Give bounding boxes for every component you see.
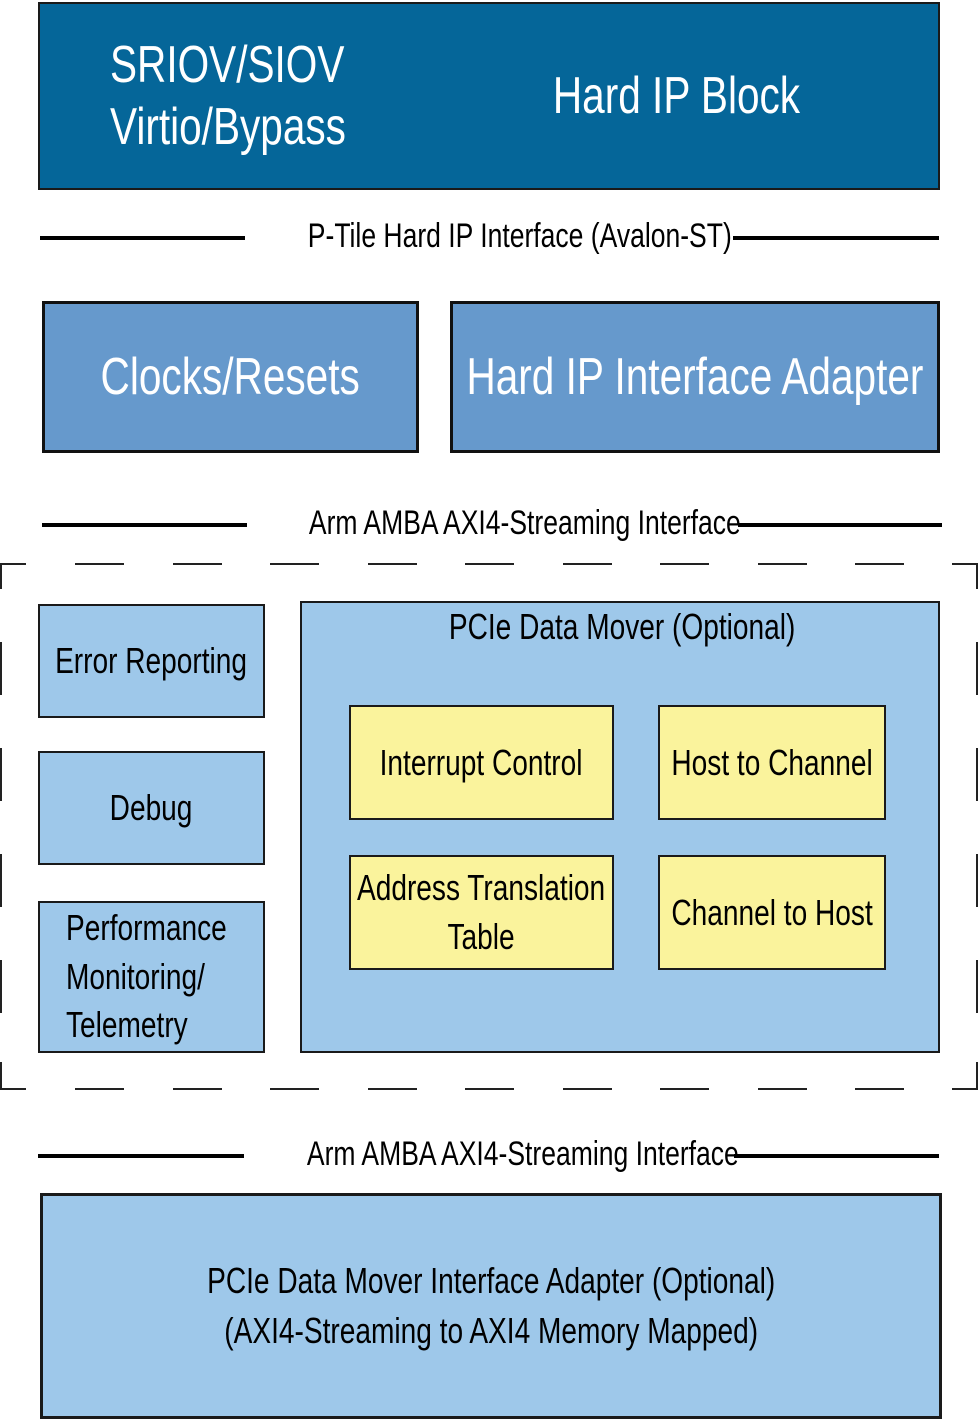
error-reporting-block: Error Reporting xyxy=(38,604,265,718)
dash-segment xyxy=(465,563,514,565)
dash-corner xyxy=(952,1088,978,1090)
bus2-line-left xyxy=(42,523,247,527)
host-to-channel-block: Host to Channel xyxy=(658,705,886,820)
clocks-resets-label: Clocks/Resets xyxy=(100,347,361,406)
dash-segment xyxy=(660,563,709,565)
dash-segment xyxy=(976,748,978,801)
dash-segment xyxy=(562,1088,612,1090)
channel-to-host-block: Channel to Host xyxy=(658,855,886,970)
dash-segment xyxy=(562,563,612,565)
dash-corner xyxy=(976,563,978,589)
dash-segment xyxy=(0,642,2,695)
dash-segment xyxy=(172,1088,222,1090)
bus1-line-right xyxy=(733,236,939,240)
dash-segment xyxy=(757,1088,807,1090)
hard-ip-block-label: Hard IP Block xyxy=(552,66,800,125)
virtio-label: Virtio/Bypass xyxy=(110,98,346,156)
dash-segment xyxy=(367,1088,417,1090)
pcie-data-mover-title: PCIe Data Mover (Optional) xyxy=(448,606,796,647)
hard-ip-block: Hard IP Block xyxy=(414,2,940,190)
bottom-label-line1: PCIe Data Mover Interface Adapter (Optio… xyxy=(206,1259,776,1301)
dash-segment xyxy=(0,960,2,1013)
clocks-resets-block: Clocks/Resets xyxy=(42,301,419,453)
dash-segment xyxy=(75,563,124,565)
bus3-line-right xyxy=(734,1154,939,1158)
dash-corner xyxy=(952,563,978,565)
dash-segment xyxy=(270,563,319,565)
dash-segment xyxy=(465,1088,514,1090)
performance-monitoring-block: Performance Monitoring/ Telemetry xyxy=(38,901,265,1053)
channel-to-host-label: Channel to Host xyxy=(671,891,873,933)
dash-corner xyxy=(976,1062,978,1088)
dash-segment xyxy=(367,563,417,565)
dash-segment xyxy=(976,960,978,1013)
debug-block: Debug xyxy=(38,751,265,865)
perf-label-line1: Performance xyxy=(66,907,227,949)
dash-segment xyxy=(976,642,978,695)
dash-corner xyxy=(0,563,26,565)
dash-segment xyxy=(0,854,2,907)
error-reporting-label: Error Reporting xyxy=(55,640,248,682)
bus3-label: Arm AMBA AXI4-Streaming Interface xyxy=(306,1135,739,1173)
dash-segment xyxy=(75,1088,124,1090)
bus2-line-right xyxy=(738,523,942,527)
bus2-label: Arm AMBA AXI4-Streaming Interface xyxy=(308,504,741,542)
host-to-channel-label: Host to Channel xyxy=(671,741,873,783)
bus1-label: P-Tile Hard IP Interface (Avalon-ST) xyxy=(307,217,732,255)
dash-segment xyxy=(0,748,2,801)
dash-segment xyxy=(757,563,807,565)
interrupt-control-label: Interrupt Control xyxy=(380,741,583,783)
hard-ip-interface-adapter-block: Hard IP Interface Adapter xyxy=(450,301,940,453)
pcie-data-mover-interface-adapter-block: PCIe Data Mover Interface Adapter (Optio… xyxy=(40,1193,942,1419)
dash-corner xyxy=(0,1088,26,1090)
perf-label-line3: Telemetry xyxy=(66,1004,188,1046)
hard-ip-interface-adapter-label: Hard IP Interface Adapter xyxy=(466,347,924,406)
bottom-label-line2: (AXI4-Streaming to AXI4 Memory Mapped) xyxy=(224,1310,758,1351)
dash-segment xyxy=(855,563,904,565)
dash-corner xyxy=(0,1062,2,1088)
att-label-line2: Table xyxy=(447,915,516,957)
sriov-label: SRIOV/SIOV xyxy=(110,35,345,94)
att-label-line1: Address Translation xyxy=(357,866,606,908)
bus1-line-left xyxy=(40,236,245,240)
dash-segment xyxy=(270,1088,319,1090)
perf-label-line2: Monitoring/ xyxy=(66,955,205,997)
dash-segment xyxy=(855,1088,904,1090)
dash-segment xyxy=(976,854,978,907)
interrupt-control-block: Interrupt Control xyxy=(349,705,614,820)
bus3-line-left xyxy=(38,1154,244,1158)
pcie-data-mover-block: PCIe Data Mover (Optional) xyxy=(300,601,940,1053)
sriov-virtio-block: SRIOV/SIOV Virtio/Bypass xyxy=(38,2,415,190)
dash-corner xyxy=(0,563,2,589)
dash-segment xyxy=(172,563,222,565)
dash-segment xyxy=(660,1088,709,1090)
debug-label: Debug xyxy=(110,787,193,829)
address-translation-table-block: Address Translation Table xyxy=(349,855,614,970)
